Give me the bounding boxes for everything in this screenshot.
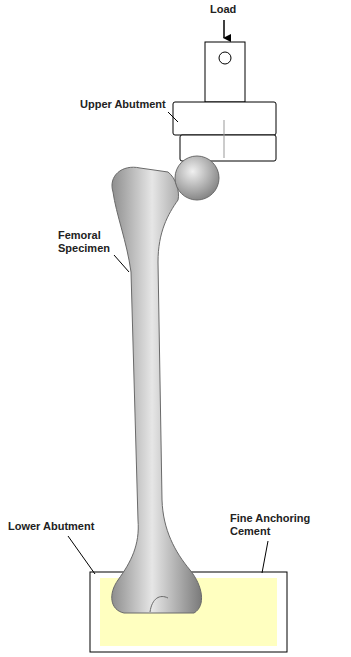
- part-label: Lower Abutment: [8, 520, 98, 533]
- leader-line: [114, 255, 129, 272]
- load-arrow: [223, 20, 225, 38]
- part-label: Femoral Specimen: [58, 229, 114, 255]
- leader-line: [68, 536, 95, 574]
- leader-line: [168, 112, 178, 122]
- leader-line: [262, 541, 268, 573]
- part-label: Fine Anchoring Cement: [230, 512, 322, 538]
- femur-shaft: [112, 167, 202, 613]
- femoral-head: [175, 156, 219, 200]
- guide-line: [224, 120, 225, 158]
- part-label: Upper Abutment: [80, 98, 170, 111]
- intercondylar-notch: [150, 597, 168, 612]
- load-fixture: [205, 42, 245, 102]
- pin-hole: [219, 52, 231, 64]
- load-label: Load: [210, 3, 270, 16]
